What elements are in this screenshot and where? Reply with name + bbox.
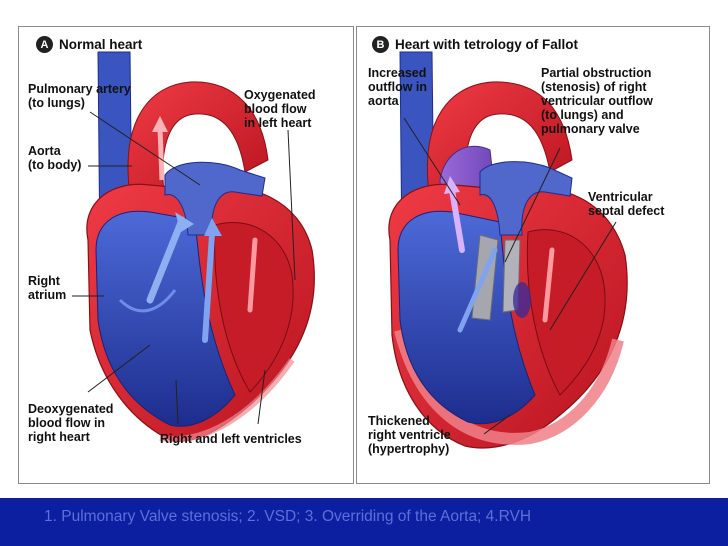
panel-a-title: A Normal heart xyxy=(36,36,142,53)
label-partial-obstruction: Partial obstruction (stenosis) of right … xyxy=(541,66,653,136)
vsd-b xyxy=(513,282,531,318)
label-ventricles: Right and left ventricles xyxy=(160,432,302,446)
heart-illustrations xyxy=(72,51,628,449)
label-aorta: Aorta (to body) xyxy=(28,144,82,172)
label-thickened-rv: Thickened right ventricle (hypertrophy) xyxy=(368,414,451,456)
panel-a-badge: A xyxy=(36,36,53,53)
label-deoxygenated-flow: Deoxygenated blood flow in right heart xyxy=(28,402,114,444)
panel-b-badge: B xyxy=(372,36,389,53)
footer-bar: 1. Pulmonary Valve stenosis; 2. VSD; 3. … xyxy=(0,498,728,546)
label-vsd: Ventricular septal defect xyxy=(588,190,665,218)
normal-heart-drawing xyxy=(72,51,315,443)
right-heart-a xyxy=(95,210,236,427)
aorta-a xyxy=(127,81,269,201)
label-oxygenated-flow: Oxygenated blood flow in left heart xyxy=(244,88,316,130)
label-increased-outflow: Increased outflow in aorta xyxy=(368,66,428,108)
label-pulmonary-artery: Pulmonary artery (to lungs) xyxy=(28,82,131,110)
panel-a-title-text: Normal heart xyxy=(59,37,143,52)
pulmonary-artery-a xyxy=(164,161,266,236)
panel-b-title-text: Heart with tetrology of Fallot xyxy=(395,37,579,52)
footer-caption: 1. Pulmonary Valve stenosis; 2. VSD; 3. … xyxy=(44,508,532,525)
pulmonary-artery-b xyxy=(479,161,573,236)
label-right-atrium: Right atrium xyxy=(28,274,67,302)
panel-b-title: B Heart with tetrology of Fallot xyxy=(372,36,578,53)
tof-heart-drawing xyxy=(388,51,628,449)
left-ventricle-a xyxy=(214,221,294,393)
